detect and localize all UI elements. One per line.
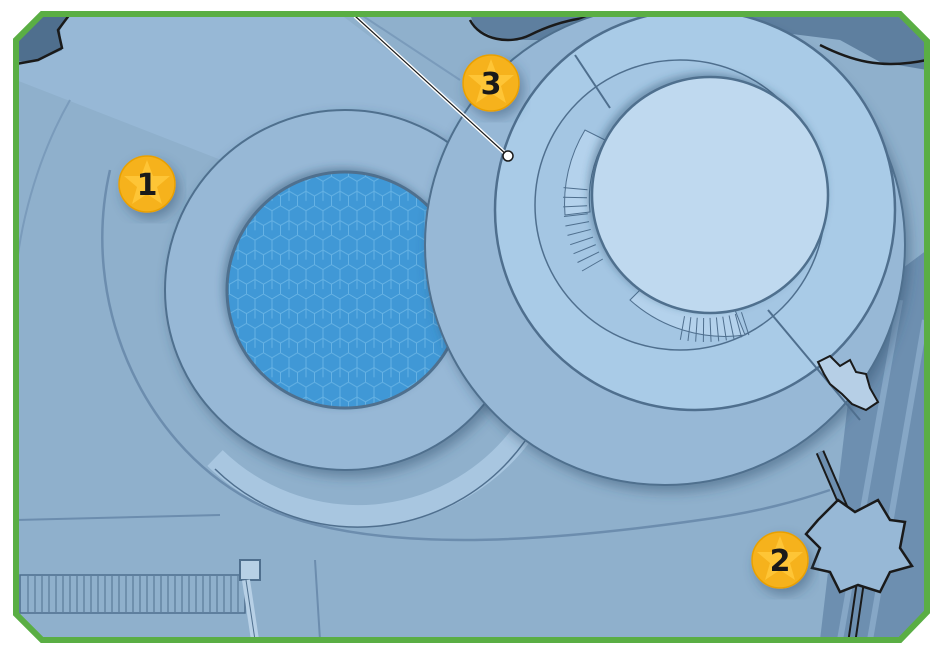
- spiral-step: [570, 236, 594, 246]
- spiral-step: [563, 205, 588, 208]
- bush-icon: [816, 354, 880, 412]
- spiral-step: [715, 317, 720, 342]
- spiral-step: [679, 316, 686, 340]
- marker-label: 2: [770, 544, 791, 579]
- spiral-step: [728, 315, 735, 340]
- marker-2[interactable]: 2: [751, 531, 809, 589]
- marker-1[interactable]: 1: [118, 155, 176, 213]
- star-badge-icon: [124, 160, 170, 204]
- map-frame: [13, 11, 930, 643]
- bottom-stairs: [19, 559, 261, 640]
- top-right-edge-2: [819, 43, 927, 66]
- spiral-step: [577, 251, 600, 263]
- tower-divider-2: [767, 309, 861, 421]
- spiral-step: [563, 213, 588, 217]
- top-left-edge: [16, 14, 71, 66]
- tree-icon: [804, 450, 915, 640]
- spiral-step: [567, 228, 591, 236]
- path-line-bottom: [16, 514, 221, 521]
- spiral-step: [565, 221, 590, 227]
- pointer-line-outline: [354, 15, 509, 157]
- star-badge-icon: [757, 536, 803, 580]
- path-line-bottom-2: [314, 559, 321, 640]
- spiral-step: [563, 187, 588, 191]
- fountain-lower-arc-edge: [214, 440, 526, 528]
- marker-3[interactable]: 3: [462, 54, 520, 112]
- pointer-dot: [502, 150, 514, 162]
- path-curve-outer: [101, 169, 831, 542]
- spiral-step: [581, 258, 604, 272]
- spiral-step: [709, 317, 712, 342]
- marker-label: 3: [481, 67, 502, 102]
- fountain-lower-arc: [207, 423, 534, 528]
- spiral-step: [573, 244, 596, 255]
- spiral-step: [734, 313, 742, 338]
- spiral-step: [740, 312, 750, 336]
- spiral-step: [687, 317, 692, 342]
- tower-divider-1: [574, 54, 611, 109]
- spiral-step: [722, 316, 727, 341]
- spiral-step: [695, 317, 698, 342]
- marker-label: 1: [137, 168, 158, 203]
- path-line-top: [359, 14, 461, 81]
- star-badge-icon: [468, 59, 514, 103]
- tower-core: [590, 75, 830, 315]
